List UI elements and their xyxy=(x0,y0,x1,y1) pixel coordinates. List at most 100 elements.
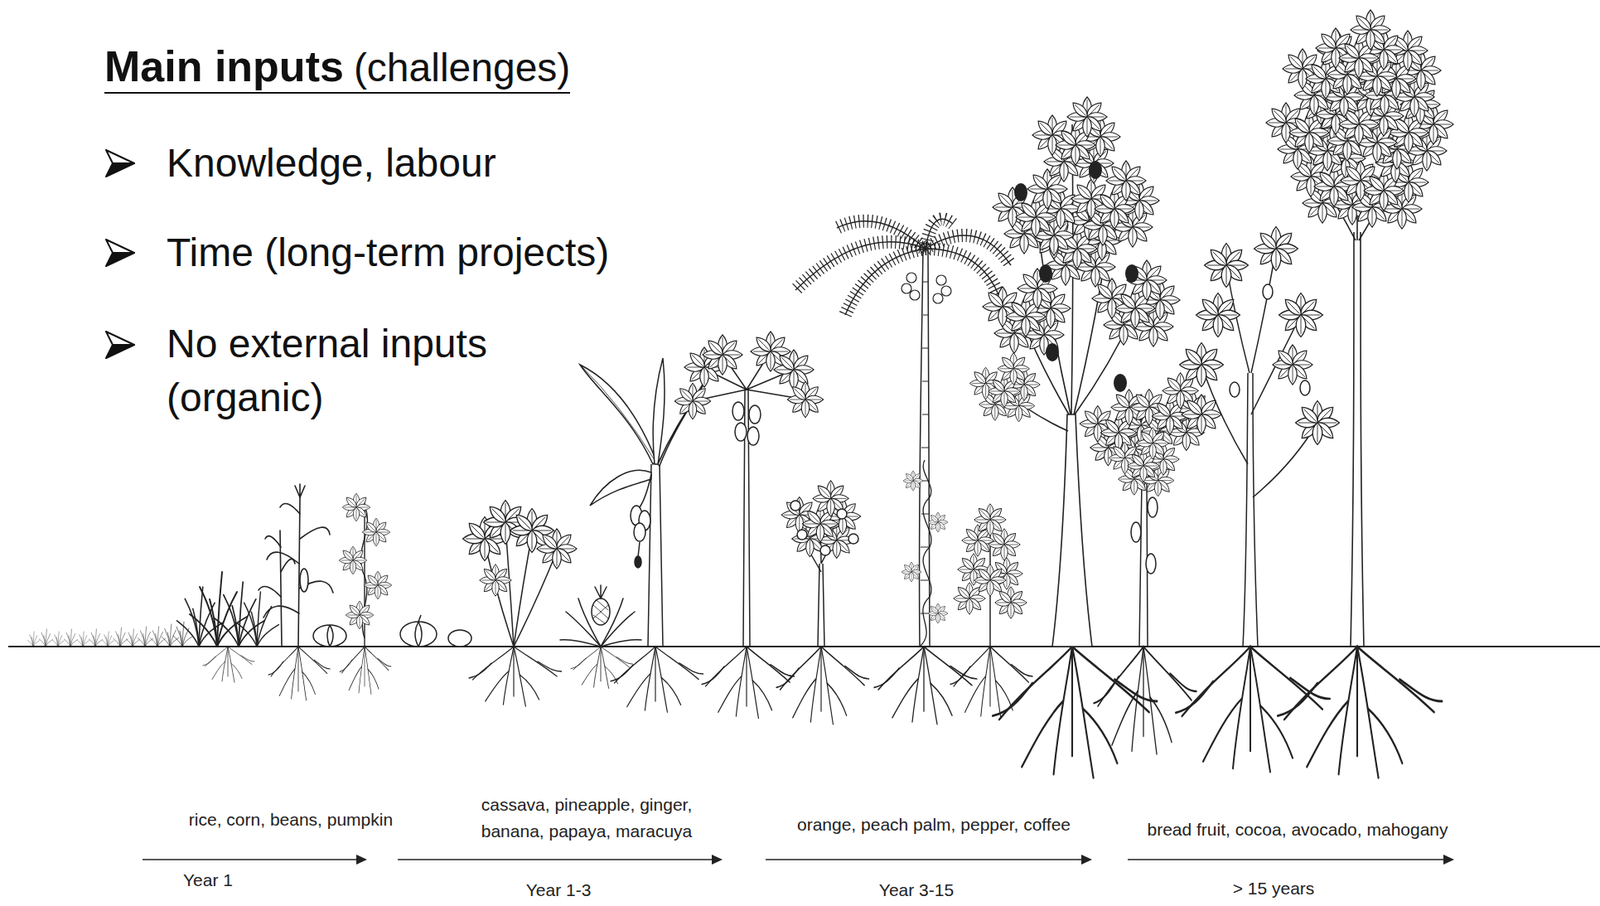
peach-palm xyxy=(845,248,926,315)
coffee-shrub xyxy=(953,503,1027,647)
grass xyxy=(88,628,102,647)
cocoa-tree xyxy=(1147,497,1158,518)
roots xyxy=(950,646,1033,718)
crop-list: cassava, pineapple, ginger, banana, papa… xyxy=(462,791,711,844)
pumpkin xyxy=(400,621,437,647)
cassava-plant xyxy=(463,500,577,647)
papaya-tree xyxy=(734,422,747,441)
corn-plant xyxy=(280,503,300,515)
avocado-tree xyxy=(1272,344,1313,385)
pumpkin xyxy=(313,614,472,647)
time-label: Year 1 xyxy=(183,866,233,894)
peach-palm xyxy=(845,248,926,315)
breadfruit-tree xyxy=(1045,343,1059,362)
pumpkin xyxy=(448,629,472,647)
corn-plant xyxy=(280,558,295,572)
peach-palm xyxy=(795,218,1011,315)
avocado-tree xyxy=(1196,293,1241,338)
papaya-tree xyxy=(674,382,711,419)
breadfruit-tree xyxy=(1039,264,1053,283)
banana-plant xyxy=(639,473,652,508)
orange-tree xyxy=(797,529,808,540)
grass xyxy=(38,628,53,647)
corn-plant xyxy=(298,497,300,647)
ground-line xyxy=(8,645,1600,648)
breadfruit-tree xyxy=(1125,264,1139,283)
bullet-text: No external inputs (organic) xyxy=(166,316,565,426)
roots xyxy=(268,646,330,701)
pineapple-plant xyxy=(594,584,607,599)
banana-plant xyxy=(638,541,640,557)
peach-palm xyxy=(795,218,1011,647)
roots xyxy=(874,646,977,725)
orange-tree xyxy=(817,563,825,647)
bullet-text: Time (long-term projects) xyxy=(166,227,610,279)
breadfruit-tree xyxy=(982,268,1071,355)
avocado-tree xyxy=(1229,381,1240,397)
time-label: Year 3-15 xyxy=(879,876,954,904)
cassava-plant xyxy=(479,564,512,596)
bullet-arrow xyxy=(106,239,135,253)
timeline-arrowhead xyxy=(356,854,1455,865)
corn-plant xyxy=(258,586,281,598)
peach-palm xyxy=(795,241,926,291)
corn-plant xyxy=(280,530,282,647)
bullet-arrow xyxy=(106,331,135,345)
grass xyxy=(161,623,179,647)
avocado-tree xyxy=(1204,243,1249,288)
peach-palm xyxy=(941,285,952,296)
timeline-arrowhead xyxy=(356,854,368,865)
pumpkin xyxy=(415,621,422,647)
cassava-plant xyxy=(513,551,557,647)
timeline-arrowhead xyxy=(1443,854,1455,865)
coffee-shrub xyxy=(974,503,1006,536)
timeline-arrow xyxy=(142,858,365,861)
cassava-plant xyxy=(536,528,577,569)
breadfruit-tree xyxy=(1052,414,1093,647)
cassava-plant xyxy=(513,534,532,647)
avocado-tree xyxy=(1201,248,1318,498)
papaya-tree xyxy=(773,349,814,390)
peach-palm xyxy=(836,221,926,249)
breadfruit-tree xyxy=(1088,160,1103,179)
coffee-shrub xyxy=(974,564,1006,596)
grass xyxy=(113,627,128,647)
grass xyxy=(27,621,193,647)
avocado-tree xyxy=(1262,284,1273,300)
crop-list: bread fruit, cocoa, avocado, mahogany xyxy=(1146,816,1448,843)
peach-palm xyxy=(918,248,930,647)
bean-plant xyxy=(338,493,392,647)
pumpkin xyxy=(418,614,421,622)
avocado-tree xyxy=(1295,401,1340,445)
orange-tree xyxy=(781,480,861,559)
papaya-tree xyxy=(674,331,823,647)
orange-tree xyxy=(836,508,847,519)
banana-plant xyxy=(633,522,646,542)
pineapple-plant xyxy=(560,584,642,647)
orange-tree xyxy=(848,533,859,544)
bullet-arrow xyxy=(106,344,135,358)
timeline-arrowhead xyxy=(711,854,723,865)
grass xyxy=(63,628,78,647)
pumpkin xyxy=(327,624,334,647)
crop-list: rice, corn, beans, pumpkin xyxy=(188,806,393,833)
cassava-plant xyxy=(484,542,514,647)
peach-palm xyxy=(928,603,948,624)
peach-palm xyxy=(901,283,912,294)
peach-palm xyxy=(903,470,924,491)
orange-tree xyxy=(781,480,861,647)
breadfruit-tree xyxy=(1014,160,1139,392)
breadfruit-tree xyxy=(1032,96,1121,184)
cocoa-tree xyxy=(1108,427,1180,497)
avocado-tree xyxy=(1279,293,1324,338)
rice-plant xyxy=(236,591,280,647)
coffee-shrub xyxy=(988,528,1020,561)
bean-plant xyxy=(345,600,374,629)
banana-plant xyxy=(652,357,665,465)
roots xyxy=(701,646,795,718)
title-note: (challenges) xyxy=(353,44,571,91)
timeline-arrow xyxy=(142,858,1452,861)
roots xyxy=(992,646,1157,778)
